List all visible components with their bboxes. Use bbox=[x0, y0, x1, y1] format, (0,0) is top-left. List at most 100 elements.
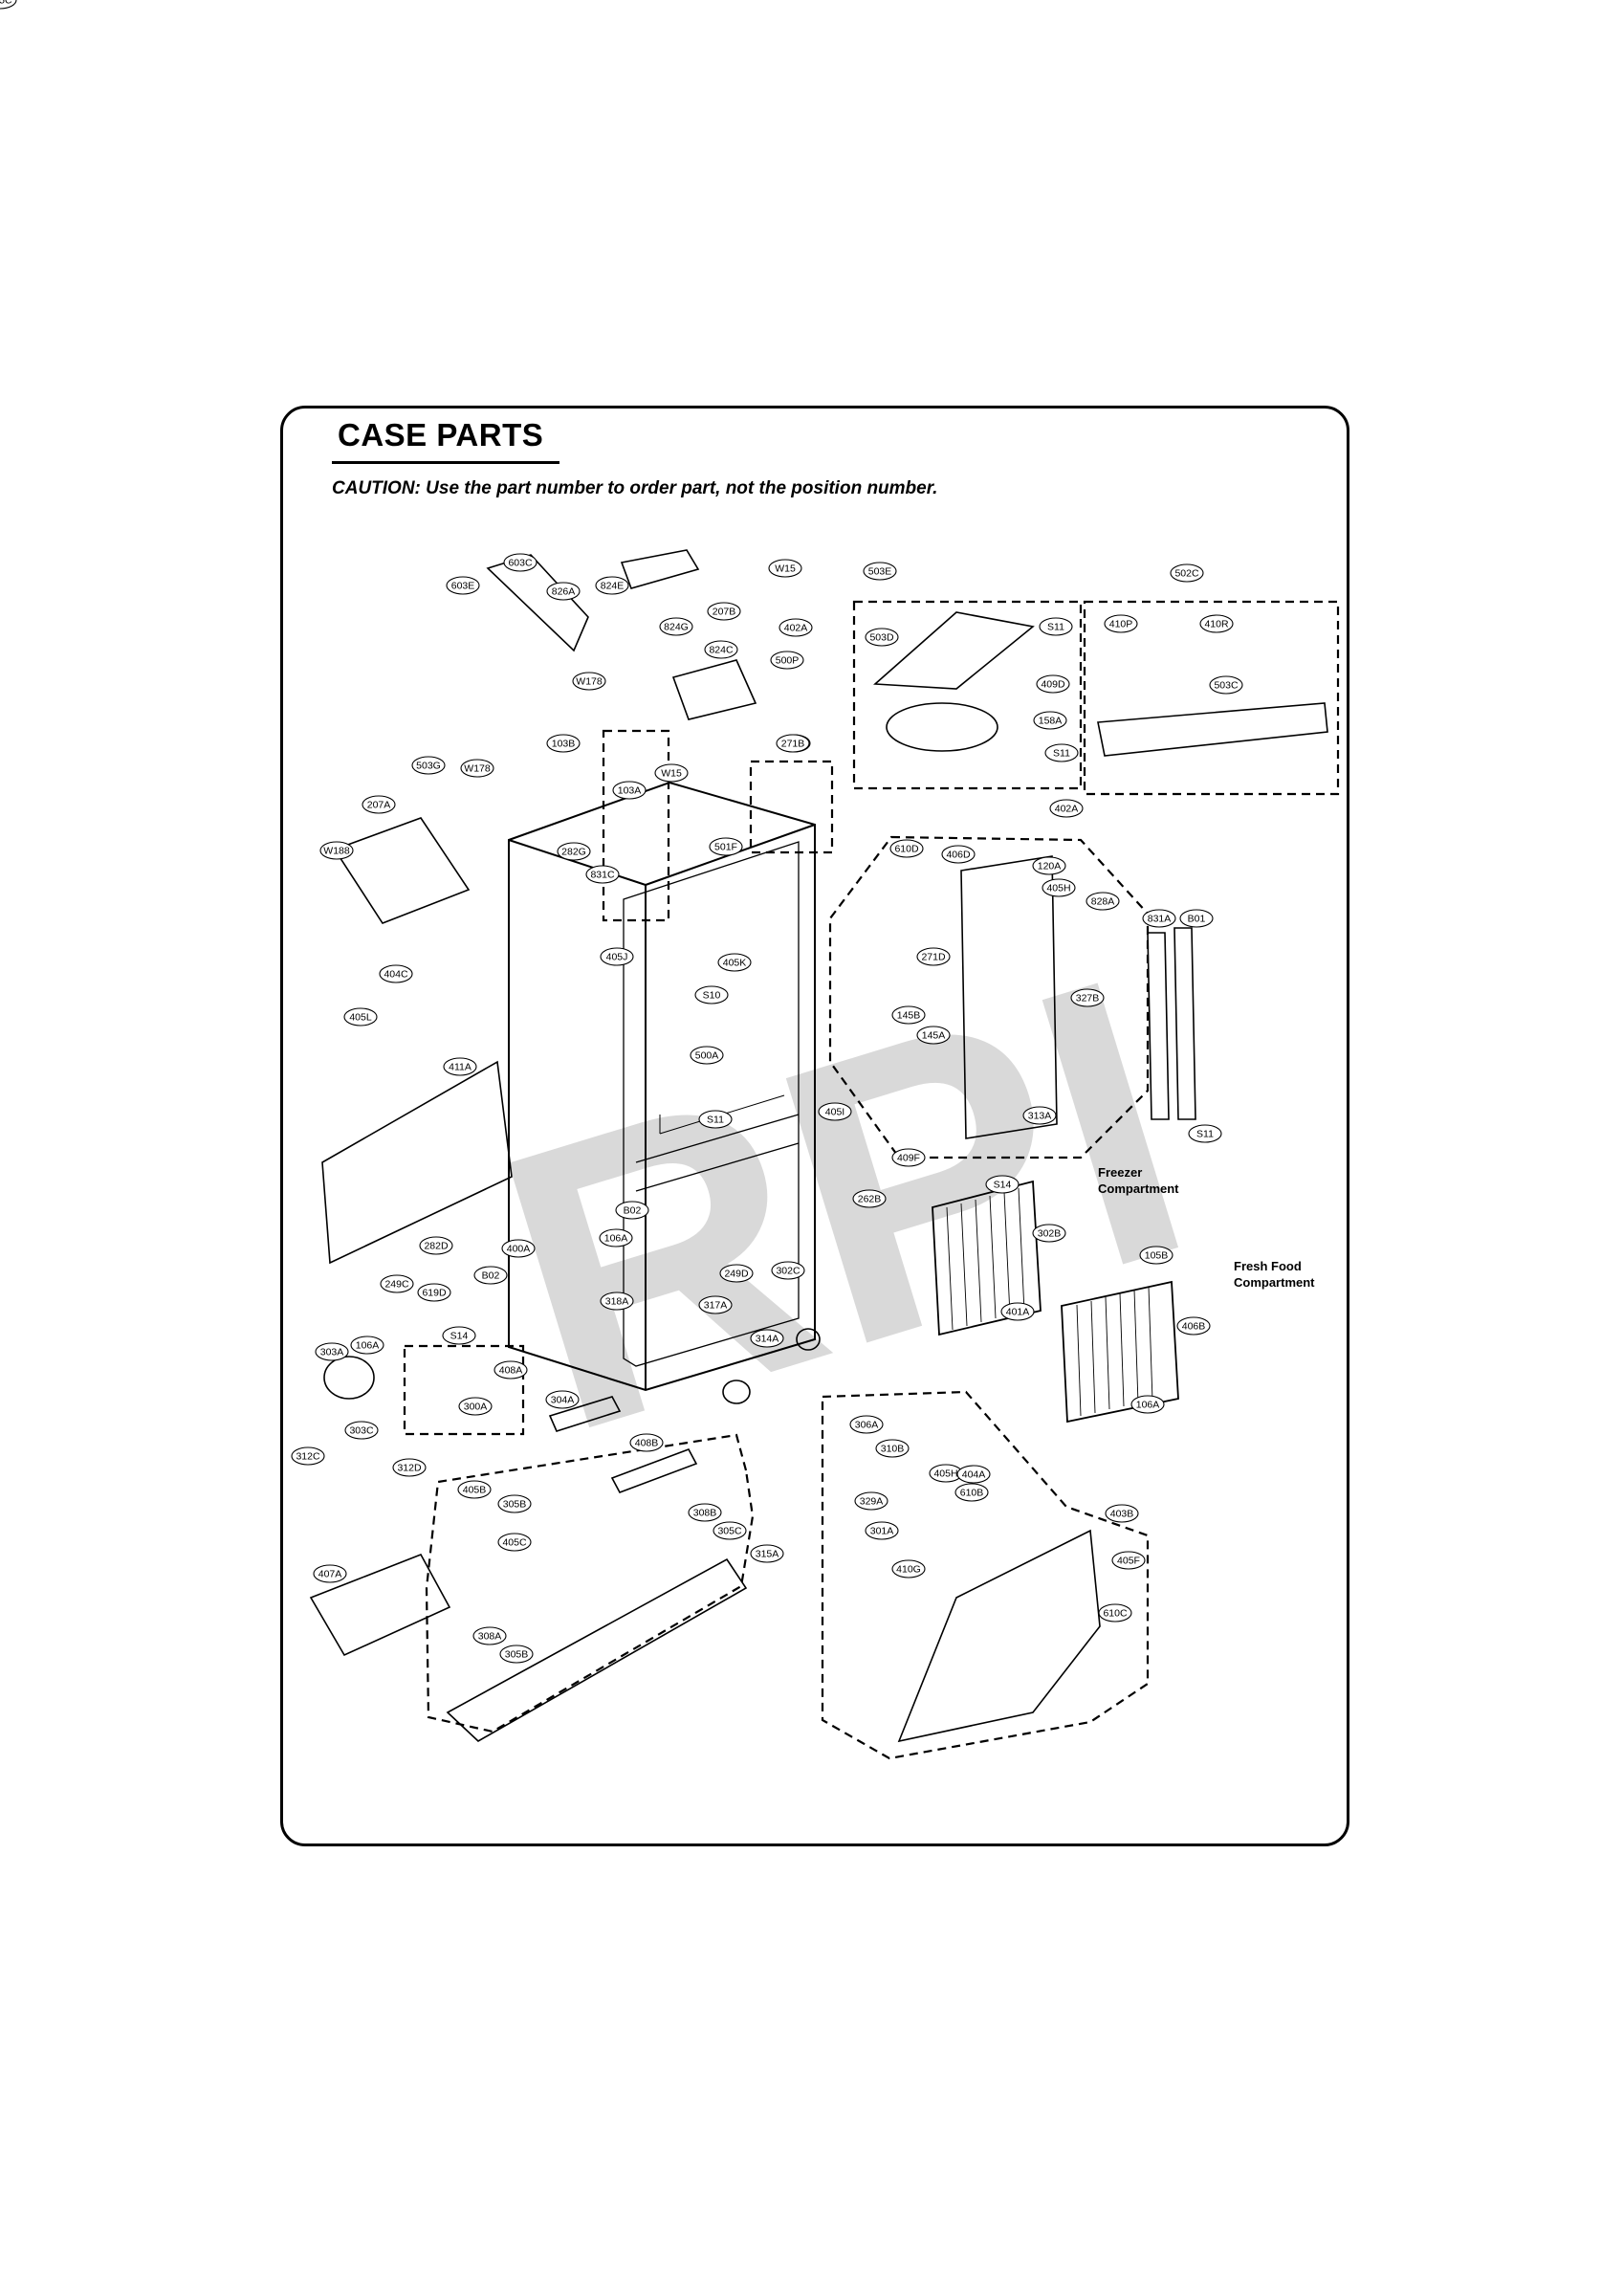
callout-ellipse bbox=[916, 1026, 951, 1045]
callout-ellipse bbox=[1170, 563, 1204, 583]
callout-label: 502C bbox=[1174, 568, 1199, 580]
callout-106a: 106A bbox=[1130, 1395, 1165, 1414]
callout-label: 503D bbox=[869, 632, 894, 644]
part-305b bbox=[446, 1557, 748, 1742]
callout-409d: 409D bbox=[1036, 674, 1070, 694]
callout-619d: 619D bbox=[417, 1283, 451, 1302]
callout-ellipse bbox=[546, 582, 581, 601]
callout-ellipse bbox=[771, 1261, 805, 1280]
freshfood-caption-line2: Compartment bbox=[1234, 1275, 1315, 1290]
callout-158a: 158A bbox=[1033, 711, 1067, 730]
callout-ellipse bbox=[1098, 1603, 1132, 1623]
callout-300a: 300A bbox=[458, 1397, 493, 1416]
callout-label: 308B bbox=[693, 1508, 717, 1519]
callout-106a: 106A bbox=[599, 1228, 633, 1247]
callout-305c: 305C bbox=[0, 0, 17, 10]
callout-label: 314A bbox=[756, 1334, 779, 1345]
callout-label: 106A bbox=[356, 1340, 380, 1352]
callout-ellipse bbox=[499, 1645, 534, 1664]
callout-label: 409F bbox=[897, 1153, 920, 1164]
callout-310b: 310B bbox=[875, 1439, 910, 1458]
callout-ellipse bbox=[891, 1005, 926, 1025]
callout-w188: W188 bbox=[319, 841, 354, 860]
callout-label: 405H bbox=[933, 1468, 957, 1480]
callout-label: S11 bbox=[1196, 1129, 1214, 1140]
callout-405b: 405B bbox=[457, 1480, 492, 1499]
callout-405h: 405H bbox=[929, 1464, 963, 1483]
callout-308b: 308B bbox=[688, 1503, 722, 1522]
callout-ellipse bbox=[392, 1458, 427, 1477]
callout-label: 302B bbox=[1038, 1228, 1062, 1240]
callout-ellipse bbox=[891, 1148, 926, 1167]
callout-ellipse bbox=[546, 734, 581, 753]
part-501f bbox=[333, 817, 471, 924]
callout-305b: 305B bbox=[499, 1645, 534, 1664]
callout-103a: 103A bbox=[612, 781, 647, 800]
callout-ellipse bbox=[291, 1446, 325, 1466]
callout-ellipse bbox=[852, 1189, 887, 1208]
callout-271d: 271D bbox=[916, 947, 951, 966]
callout-207b: 207B bbox=[707, 602, 741, 621]
callout-label: 303A bbox=[320, 1347, 344, 1358]
callout-ellipse bbox=[572, 672, 606, 691]
callout-label: 249D bbox=[724, 1269, 749, 1280]
callout-610c: 610C bbox=[1098, 1603, 1132, 1623]
part-824e bbox=[620, 549, 700, 589]
callout-ellipse bbox=[717, 953, 752, 972]
evaporators bbox=[932, 1180, 1179, 1424]
callout-603e: 603E bbox=[446, 576, 480, 595]
callout-label: S10 bbox=[703, 990, 721, 1002]
callout-262b: 262B bbox=[852, 1189, 887, 1208]
callout-ellipse bbox=[600, 947, 634, 966]
callout-ellipse bbox=[595, 576, 629, 595]
callout-ellipse bbox=[411, 756, 446, 775]
callout-ellipse bbox=[443, 1057, 477, 1076]
part-405j bbox=[1147, 932, 1170, 1120]
part-313a bbox=[321, 1060, 513, 1265]
callout-label: 826A bbox=[552, 586, 576, 598]
part-503d bbox=[873, 611, 1035, 690]
callout-label: 603E bbox=[451, 581, 475, 592]
callout-ellipse bbox=[704, 640, 738, 659]
callout-824g: 824G bbox=[659, 617, 693, 636]
callout-ellipse bbox=[694, 985, 729, 1004]
callout-826a: 826A bbox=[546, 582, 581, 601]
callout-label: 106A bbox=[1136, 1400, 1160, 1411]
callout-label: 249C bbox=[384, 1279, 409, 1291]
callout-w178: W178 bbox=[572, 672, 606, 691]
callout-ellipse bbox=[770, 651, 804, 670]
callout-label: 411A bbox=[449, 1062, 472, 1073]
callout-ellipse bbox=[1179, 909, 1214, 928]
callout-label: 106A bbox=[604, 1233, 628, 1245]
callout-315a: 315A bbox=[750, 1544, 784, 1563]
callout-ellipse bbox=[1000, 1302, 1035, 1321]
callout-408a: 408A bbox=[493, 1360, 528, 1380]
callout-label: 401A bbox=[1006, 1307, 1030, 1318]
callout-ellipse bbox=[497, 1533, 532, 1552]
callout-label: 405K bbox=[723, 958, 747, 969]
callout-label: 304A bbox=[551, 1395, 575, 1406]
callout-label: 405H bbox=[1046, 883, 1070, 894]
callout-303c: 303C bbox=[344, 1421, 379, 1440]
callout-ellipse bbox=[954, 1483, 989, 1502]
callout-ellipse bbox=[709, 837, 743, 856]
callout-145a: 145A bbox=[916, 1026, 951, 1045]
callout-label: W178 bbox=[464, 763, 491, 775]
callout-ellipse bbox=[916, 947, 951, 966]
callout-ellipse bbox=[1036, 674, 1070, 694]
callout-ellipse bbox=[707, 602, 741, 621]
callout-label: 301A bbox=[870, 1526, 894, 1537]
callout-ellipse bbox=[1111, 1551, 1146, 1570]
callout-label: S11 bbox=[707, 1115, 724, 1126]
callout-405h: 405H bbox=[1042, 878, 1076, 897]
group-120a bbox=[828, 835, 1150, 1159]
callout-s14: S14 bbox=[442, 1326, 476, 1345]
callout-label: 303C bbox=[349, 1425, 374, 1437]
callout-406d: 406D bbox=[941, 845, 976, 864]
callout-label: 503G bbox=[416, 761, 441, 772]
callout-ellipse bbox=[713, 1521, 747, 1540]
part-407a bbox=[897, 1529, 1101, 1743]
part-405k bbox=[1173, 927, 1196, 1120]
